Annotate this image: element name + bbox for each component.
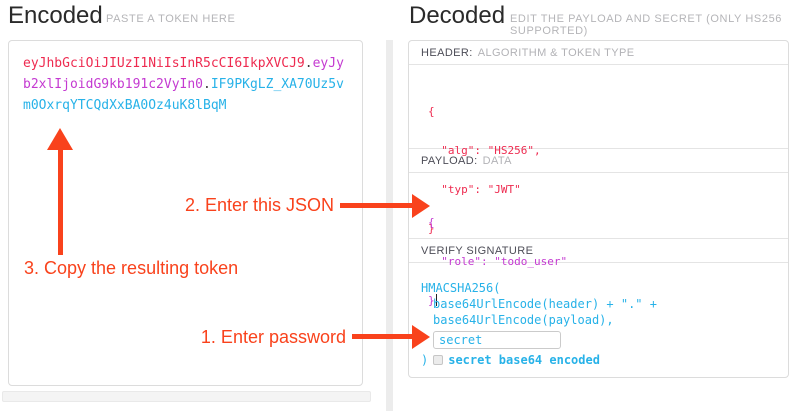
header-json-line: { bbox=[428, 105, 435, 118]
text-caret bbox=[435, 294, 437, 306]
verify-section-label: VERIFY SIGNATURE bbox=[409, 239, 788, 263]
secret-input[interactable] bbox=[433, 331, 561, 349]
verify-signature-area: HMACSHA256( base64UrlEncode(header) + ".… bbox=[409, 263, 788, 377]
payload-sublabel: DATA bbox=[482, 154, 512, 167]
payload-json-line: } bbox=[428, 294, 435, 307]
annotation-step1: 1. Enter password bbox=[200, 327, 346, 347]
decoded-subtitle: EDIT THE PAYLOAD AND SECRET (ONLY HS256 … bbox=[510, 13, 783, 37]
verify-label: VERIFY SIGNATURE bbox=[421, 244, 534, 257]
payload-json-line: { bbox=[428, 216, 435, 229]
header-json-view: { "alg": "HS256", "typ": "JWT" } bbox=[409, 65, 788, 235]
decoded-title: Decoded bbox=[409, 2, 506, 29]
token-header-segment: eyJhbGciOiJIUzI1NiIsInR5cCI6IkpXVCJ9 bbox=[23, 56, 305, 71]
header-section-label: HEADER: ALGORITHM & TOKEN TYPE bbox=[409, 41, 788, 65]
encoded-subtitle: PASTE A TOKEN HERE bbox=[106, 13, 236, 25]
header-label: HEADER: bbox=[421, 46, 473, 59]
step2-arrow-shaft bbox=[340, 203, 414, 208]
encoded-token-input[interactable]: eyJhbGciOiJIUzI1NiIsInR5cCI6IkpXVCJ9.eyJ… bbox=[8, 40, 363, 386]
step1-arrow-right-icon bbox=[412, 325, 430, 349]
vertical-scrollbar[interactable] bbox=[386, 40, 393, 411]
payload-json-editor[interactable]: { "role": "todo_user" } bbox=[409, 173, 788, 307]
hmac-arg-payload: base64UrlEncode(payload), bbox=[433, 313, 614, 327]
payload-label: PAYLOAD: bbox=[421, 154, 478, 167]
hmac-arg-header: base64UrlEncode(header) + "." + bbox=[433, 297, 657, 311]
header-json-line: } bbox=[428, 222, 435, 235]
step3-arrow-up-icon bbox=[47, 128, 73, 150]
step2-arrow-right-icon bbox=[412, 194, 430, 218]
token-separator-2: . bbox=[203, 77, 211, 92]
token-payload-segment: eyJyb2xlIjoidG9kb191c2VyIn0 bbox=[23, 56, 344, 92]
header-sublabel: ALGORITHM & TOKEN TYPE bbox=[477, 46, 635, 59]
encoded-title: Encoded bbox=[8, 2, 103, 29]
header-json-line: "typ": "JWT" bbox=[428, 183, 521, 196]
payload-section-label: PAYLOAD: DATA bbox=[409, 149, 788, 173]
step1-arrow-shaft bbox=[352, 334, 414, 339]
step3-arrow-shaft bbox=[58, 148, 63, 255]
payload-json-line: "role": "todo_user" bbox=[428, 255, 568, 268]
secret-base64-label[interactable]: secret base64 encoded bbox=[448, 353, 600, 367]
token-separator-1: . bbox=[304, 56, 313, 71]
token-signature-segment: IF9PKgLZ_XA70Uz5vm0OxrqYTCQdXxBA0Oz4uK8l… bbox=[23, 77, 344, 113]
decoded-panel: HEADER: ALGORITHM & TOKEN TYPE { "alg": … bbox=[408, 40, 789, 378]
secret-base64-checkbox[interactable] bbox=[433, 355, 444, 365]
header-json-line: "alg": "HS256", bbox=[428, 144, 541, 157]
annotation-step2: 2. Enter this JSON bbox=[184, 195, 334, 215]
hmac-function-open: HMACSHA256( bbox=[421, 281, 501, 295]
hmac-function-close: ) bbox=[421, 353, 429, 367]
annotation-step3: 3. Copy the resulting token bbox=[24, 258, 239, 278]
horizontal-scrollbar[interactable] bbox=[2, 391, 371, 402]
